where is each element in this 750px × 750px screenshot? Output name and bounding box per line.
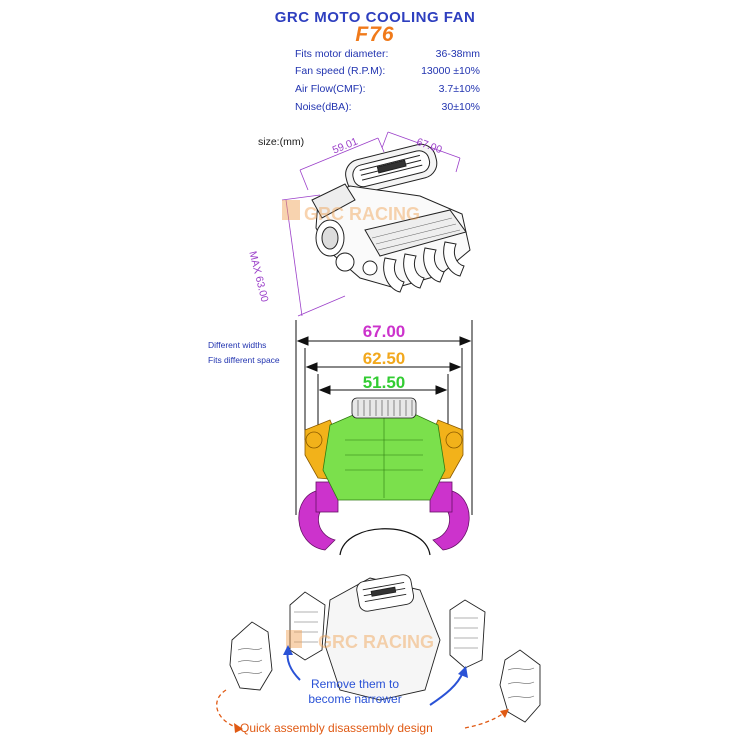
arrow-head-icon bbox=[234, 723, 243, 733]
width-62-label: 62.50 bbox=[362, 349, 406, 368]
width-67-label: 67.00 bbox=[362, 322, 406, 341]
widths-note: Different widths bbox=[208, 340, 267, 350]
assembly-illustration bbox=[229, 574, 541, 723]
product-title: GRC MOTO COOLING FAN bbox=[274, 9, 476, 26]
model-number: F76 bbox=[355, 23, 395, 46]
arrow-head-icon bbox=[500, 709, 509, 718]
spec-value: 13000 ±10% bbox=[421, 65, 480, 77]
remove-note-line2: become narrower bbox=[308, 692, 402, 706]
spec-label: Fan speed (R.P.M): bbox=[295, 65, 386, 77]
arrow-head-icon bbox=[458, 666, 468, 678]
svg-text:GRC RACING: GRC RACING bbox=[318, 632, 434, 652]
spec-label: Air Flow(CMF): bbox=[295, 83, 366, 95]
width-engine-illustration bbox=[298, 397, 470, 556]
size-engine-illustration bbox=[281, 131, 471, 317]
space-note: Fits different space bbox=[208, 355, 280, 365]
assembly-arrows bbox=[216, 689, 506, 729]
spec-value: 36-38mm bbox=[435, 48, 480, 60]
spec-label: Fits motor diameter: bbox=[295, 48, 389, 60]
spec-row-noise: Noise(dBA): 30±10% bbox=[295, 101, 480, 115]
spec-label: Noise(dBA): bbox=[295, 101, 352, 113]
width-dimension-lines bbox=[295, 320, 473, 515]
spec-value: 30±10% bbox=[441, 101, 480, 113]
assembly-caption: Quick assembly disassembly design bbox=[240, 721, 433, 735]
watermark-logo: GRC RACING bbox=[282, 200, 420, 224]
spec-row-motor: Fits motor diameter: 36-38mm bbox=[295, 48, 480, 62]
watermark-logo: GRC RACING bbox=[286, 630, 434, 652]
spec-value: 3.7±10% bbox=[438, 83, 480, 95]
arrow-head-icon bbox=[283, 645, 293, 655]
svg-text:GRC RACING: GRC RACING bbox=[304, 204, 420, 224]
spec-row-airflow: Air Flow(CMF): 3.7±10% bbox=[295, 83, 480, 97]
width-51-label: 51.50 bbox=[362, 373, 406, 392]
size-unit-label: size:(mm) bbox=[258, 136, 305, 148]
spec-row-speed: Fan speed (R.P.M): 13000 ±10% bbox=[295, 65, 480, 79]
remove-note-line1: Remove them to bbox=[310, 677, 400, 691]
